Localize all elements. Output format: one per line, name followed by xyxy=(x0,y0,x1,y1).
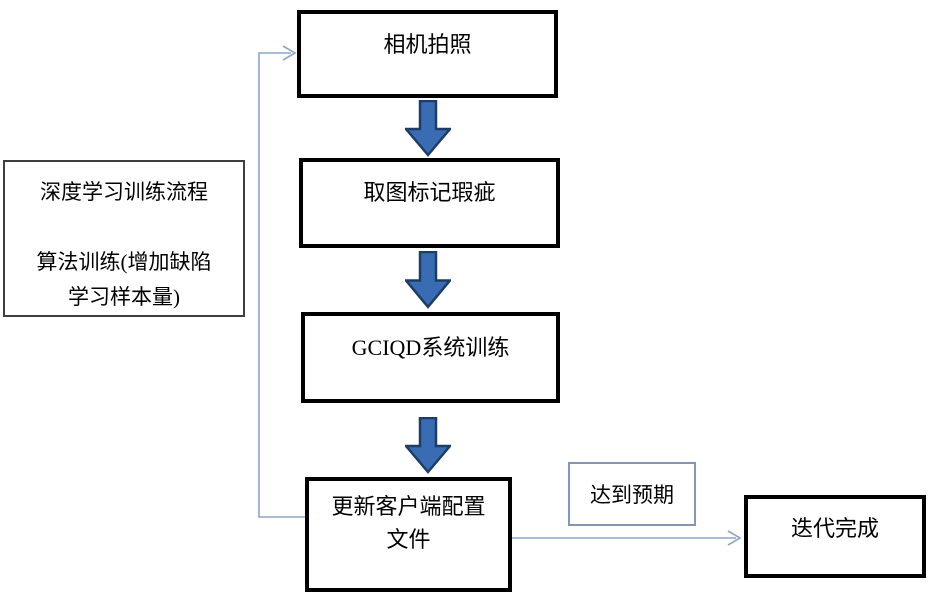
step-camera-label: 相机拍照 xyxy=(383,32,472,57)
condition-expectation-label: 达到预期 xyxy=(590,483,674,507)
side-note-line: 深度学习训练流程 xyxy=(40,180,208,204)
feedback-loop-arrowhead-icon xyxy=(282,45,297,61)
step-mark-defects-label: 取图标记瑕疵 xyxy=(363,180,496,205)
down-block-arrow-icon xyxy=(405,417,451,474)
end-iteration-complete-label: 迭代完成 xyxy=(790,516,879,541)
step-update-config-label: 更新客户端配置 xyxy=(331,494,486,519)
down-block-arrow-icon xyxy=(405,251,451,309)
step-update-config-box: 更新客户端配置 文件 xyxy=(305,477,512,592)
end-iteration-complete-box: 迭代完成 xyxy=(744,495,926,578)
step-camera-box: 相机拍照 xyxy=(297,10,558,98)
step-update-config-label: 文件 xyxy=(386,527,431,552)
side-note-box: 深度学习训练流程 算法训练(增加缺陷 学习样本量) xyxy=(3,160,245,317)
step-mark-defects-box: 取图标记瑕疵 xyxy=(299,158,560,248)
condition-expectation-box: 达到预期 xyxy=(568,462,696,526)
side-note-line: 算法训练(增加缺陷 xyxy=(36,250,212,274)
feedback-loop-line xyxy=(258,52,306,518)
step-system-training-box: GCIQD系统训练 xyxy=(301,312,560,403)
to-done-arrowhead-icon xyxy=(727,530,742,546)
side-note-line: 学习样本量) xyxy=(68,285,180,309)
step-system-training-label: GCIQD系统训练 xyxy=(351,335,510,360)
down-block-arrow-icon xyxy=(405,100,451,157)
